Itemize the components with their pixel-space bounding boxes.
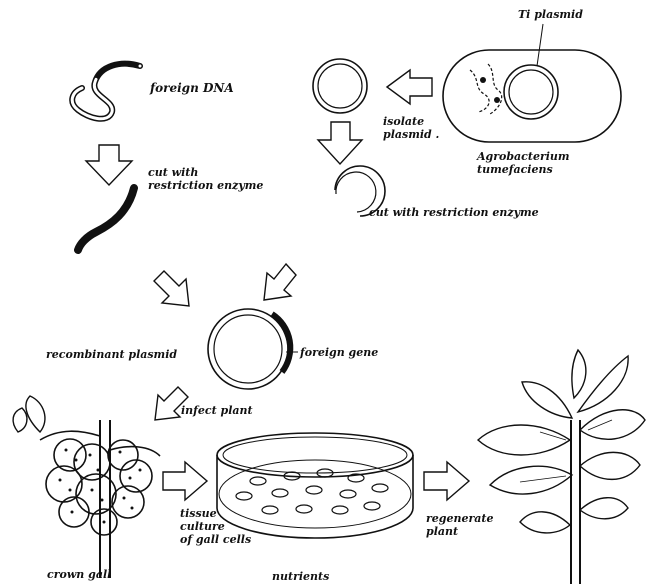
- arrow-join-right: [264, 264, 296, 300]
- isolate-plasmid-label-line2: plasmid .: [383, 128, 440, 141]
- agrobacterium-label-line2: tumefaciens: [477, 163, 553, 176]
- arrow-isolate: [387, 70, 432, 104]
- ti-plasmid: [504, 65, 558, 119]
- tissue-culture-label-line1: tissue: [180, 507, 217, 520]
- regenerate-plant-label-line1: regenerate: [426, 512, 493, 525]
- infect-plant-label: infect plant: [181, 404, 253, 417]
- agrobacterium-cell: [443, 50, 621, 142]
- nutrients-label: nutrients: [272, 570, 329, 583]
- crown-gall-label: crown gall: [47, 568, 111, 581]
- arrow-regenerate: [424, 462, 469, 500]
- recombinant-plasmid: [208, 309, 290, 389]
- cut-dna-label-line1: cut with: [148, 166, 198, 179]
- cut-plasmid-label: cut with restriction enzyme: [369, 206, 539, 219]
- tissue-culture-label-line2: culture: [180, 520, 225, 533]
- arrow-cut-dna: [86, 145, 132, 185]
- foreign-gene-label: foreign gene: [299, 346, 378, 359]
- tissue-culture-label-line3: of gall cells: [180, 533, 251, 546]
- arrow-tissue-culture: [163, 462, 207, 500]
- ti-plasmid-pointer: [537, 24, 543, 66]
- ti-plasmid-label: Ti plasmid: [518, 8, 583, 21]
- recombinant-plasmid-label: recombinant plasmid: [46, 348, 177, 361]
- arrow-cut-plasmid: [318, 122, 362, 164]
- foreign-dna-label: foreign DNA: [149, 81, 234, 95]
- regenerate-plant-label-line2: plant: [426, 525, 458, 538]
- foreign-dna-strand: [72, 64, 140, 119]
- cut-dna-segment: [78, 188, 134, 250]
- crown-gall-illustration: [13, 396, 160, 578]
- arrow-join-left: [154, 271, 189, 306]
- isolate-plasmid-label-line1: isolate: [383, 115, 424, 128]
- cut-dna-label-line2: restriction enzyme: [148, 179, 263, 192]
- isolated-plasmid: [313, 59, 367, 113]
- regenerated-plant: [478, 350, 645, 584]
- petri-dish: [217, 433, 413, 538]
- agrobacterium-label-line1: Agrobacterium: [476, 150, 570, 163]
